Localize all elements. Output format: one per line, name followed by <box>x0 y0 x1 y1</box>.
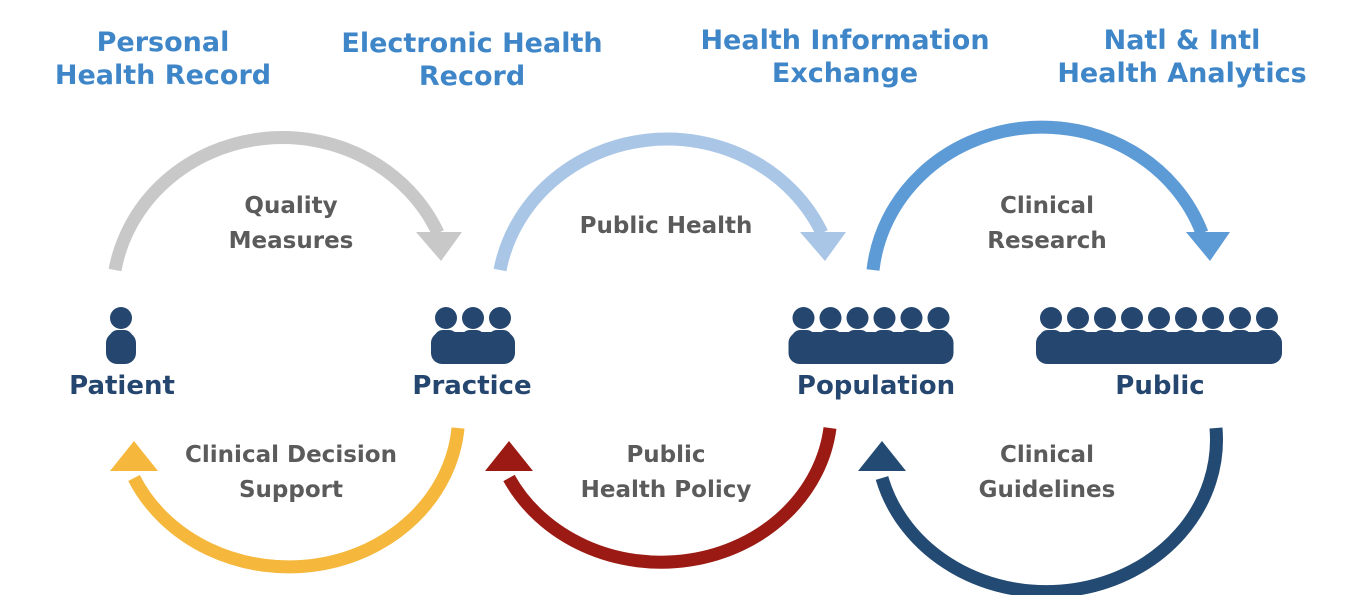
node-label-population: Population <box>796 371 956 401</box>
public-person-head <box>1040 307 1062 329</box>
clinical-guidelines-arrow <box>875 427 1223 595</box>
public-health-policy-arrow <box>503 427 837 569</box>
system-label-ehr: Electronic Health Record <box>341 27 602 93</box>
flow-label-public-health: Public Health <box>580 209 753 244</box>
public-group-icon <box>1036 307 1282 364</box>
system-label-phr-line1: Personal <box>96 27 230 58</box>
flow-label-public-health-policy-line2: Health Policy <box>580 477 752 503</box>
public-person-torso <box>1201 330 1225 350</box>
flow-label-clinical-research-line2: Research <box>987 228 1107 254</box>
public-person-torso <box>1120 330 1144 350</box>
flow-label-quality-measures-line1: Quality <box>244 193 338 219</box>
population-person-torso <box>818 330 843 350</box>
public-person-torso <box>1093 330 1117 350</box>
quality-measures-arrow <box>108 131 444 272</box>
public-health-arrowhead <box>800 232 846 261</box>
system-label-analytics-line2: Health Analytics <box>1057 58 1307 89</box>
system-label-analytics-line1: Natl & Intl <box>1103 25 1261 56</box>
system-label-hie: Health Information Exchange <box>700 24 989 90</box>
flow-label-public-health-policy-line1: Public <box>626 442 706 468</box>
population-person-torso <box>791 330 816 350</box>
practice-group-icon <box>431 307 515 364</box>
clinical-research-arrowhead <box>1186 232 1230 261</box>
node-label-patient: Patient <box>69 371 175 401</box>
system-label-ehr-line1: Electronic Health <box>341 28 603 59</box>
public-person-torso <box>1066 330 1090 350</box>
system-label-phr-line2: Health Record <box>54 60 272 91</box>
public-person-torso <box>1147 330 1171 350</box>
clinical-guidelines-arrowhead <box>858 441 906 471</box>
population-person-head <box>846 307 869 329</box>
practice-person-torso <box>461 330 485 350</box>
flow-label-clinical-guidelines-line2: Guidelines <box>978 477 1116 503</box>
population-person-torso <box>926 330 951 350</box>
population-person-head <box>792 307 815 329</box>
flow-label-clinical-research-line1: Clinical <box>1000 193 1094 219</box>
population-person-torso <box>899 330 924 350</box>
public-person-head <box>1148 307 1170 329</box>
public-person-head <box>1202 307 1224 329</box>
public-person-head <box>1175 307 1197 329</box>
public-person-head <box>1094 307 1116 329</box>
flow-label-quality-measures-line2: Measures <box>228 228 354 254</box>
population-person-head <box>873 307 896 329</box>
practice-person-torso <box>488 330 512 350</box>
node-label-practice: Practice <box>412 371 532 401</box>
public-person-torso <box>1174 330 1198 350</box>
public-health-policy-arrowhead <box>485 441 533 471</box>
practice-person-torso <box>434 330 458 350</box>
patient-person-torso <box>109 330 133 350</box>
population-person-head <box>900 307 923 329</box>
public-person-torso <box>1039 330 1063 350</box>
system-label-hie-line2: Exchange <box>771 58 919 89</box>
population-group-icon <box>788 307 954 364</box>
clinical-decision-support-arrow <box>128 427 465 574</box>
flow-label-clinical-research: Clinical Research <box>987 189 1106 259</box>
public-health-arrow <box>493 132 828 272</box>
population-person-head <box>927 307 950 329</box>
system-label-ehr-line2: Record <box>418 61 526 92</box>
public-person-head <box>1067 307 1089 329</box>
clinical-research-arrow <box>866 120 1209 271</box>
system-label-analytics: Natl & Intl Health Analytics <box>1057 24 1306 90</box>
patient-icon <box>106 307 136 364</box>
system-label-hie-line1: Health Information <box>700 25 990 56</box>
population-person-torso <box>872 330 897 350</box>
flow-label-clinical-guidelines-line1: Clinical <box>1000 442 1094 468</box>
practice-person-head <box>489 307 511 329</box>
population-person-head <box>819 307 842 329</box>
public-person-head <box>1121 307 1143 329</box>
public-person-torso <box>1255 330 1279 350</box>
flow-label-quality-measures: Quality Measures <box>229 189 354 259</box>
practice-person-head <box>435 307 457 329</box>
public-person-head <box>1256 307 1278 329</box>
clinical-decision-support-arrowhead <box>110 441 158 471</box>
flow-label-clinical-decision-support-line1: Clinical Decision <box>185 442 397 468</box>
flow-label-clinical-decision-support: Clinical Decision Support <box>185 438 397 508</box>
node-label-public: Public <box>1115 371 1205 401</box>
patient-person-head <box>110 307 132 329</box>
flow-label-clinical-decision-support-line2: Support <box>238 477 344 503</box>
public-person-head <box>1229 307 1251 329</box>
practice-person-head <box>462 307 484 329</box>
flow-label-clinical-guidelines: Clinical Guidelines <box>979 438 1116 508</box>
flow-label-public-health-policy: Public Health Policy <box>581 438 752 508</box>
quality-measures-arrowhead <box>416 232 462 261</box>
system-label-phr: Personal Health Record <box>55 26 271 92</box>
population-person-torso <box>845 330 870 350</box>
public-person-torso <box>1228 330 1252 350</box>
flow-label-public-health-line1: Public Health <box>579 213 753 239</box>
